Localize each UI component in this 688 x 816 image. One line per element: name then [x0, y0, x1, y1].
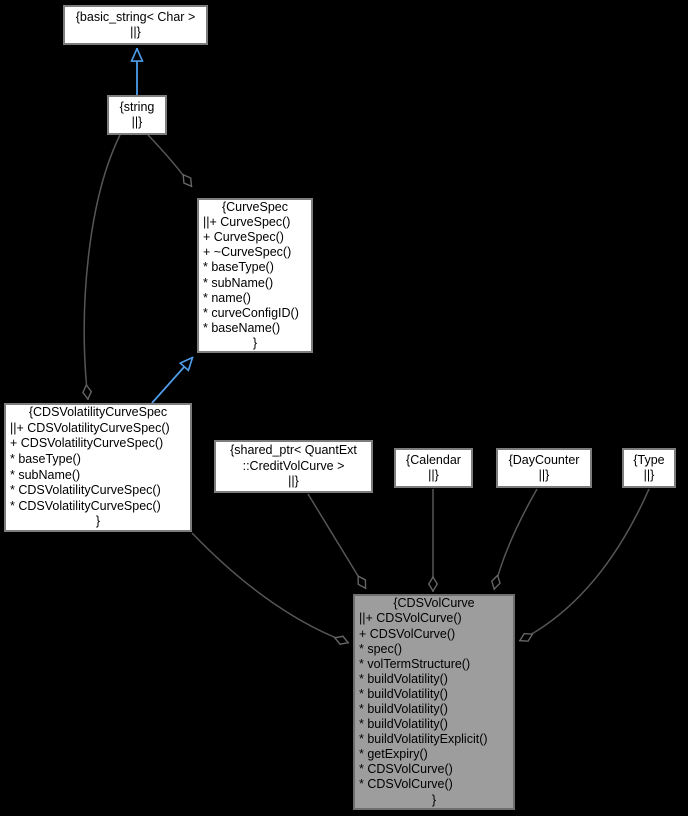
node-cdsvolatilitycurvespec-close: } [95, 514, 101, 529]
node-sharedptr[interactable]: {shared_ptr< QuantExt ::CreditVolCurve >… [214, 440, 373, 493]
node-cdsvolcurve-title: {CDSVolCurve [393, 596, 475, 611]
node-curvespec-member: * baseName() [203, 320, 281, 335]
node-curvespec-member: * name() [203, 290, 251, 305]
node-cdsvolcurve-member: + CDSVolCurve() [359, 626, 456, 641]
node-curvespec-member: * subName() [203, 275, 274, 290]
node-curvespec-member: ||+ CurveSpec() [203, 215, 291, 230]
node-curvespec[interactable]: {CurveSpec ||+ CurveSpec() + CurveSpec()… [197, 198, 313, 353]
node-cdsvolatilitycurvespec-member: * CDSVolatilityCurveSpec() [10, 498, 161, 513]
node-sharedptr-label: {shared_ptr< QuantExt [230, 442, 357, 457]
node-cdsvolcurve-member: * buildVolatility() [359, 717, 448, 732]
node-basic-string-label: {basic_string< Char > [75, 9, 196, 24]
node-cdsvolcurve-member: * spec() [359, 641, 403, 656]
node-cdsvolatilitycurvespec-title: {CDSVolatilityCurveSpec [28, 405, 168, 420]
node-cdsvolcurve-member: ||+ CDSVolCurve() [359, 611, 462, 626]
node-curvespec-member: + ~CurveSpec() [203, 245, 292, 260]
edge-aggregation-string-cdsvolatilitycurvespec [84, 134, 121, 400]
node-cdsvolatilitycurvespec-member: * baseType() [10, 451, 81, 466]
node-cdsvolatilitycurvespec[interactable]: {CDSVolatilityCurveSpec ||+ CDSVolatilit… [4, 403, 192, 532]
node-daycounter-label2: ||} [538, 468, 550, 482]
node-cdsvolcurve-member: * volTermStructure() [359, 656, 471, 671]
node-sharedptr-label3: ||} [288, 474, 299, 489]
node-curvespec-member: * curveConfigID() [203, 305, 299, 320]
node-cdsvolcurve-member: * buildVolatility() [359, 671, 448, 686]
node-cdsvolatilitycurvespec-member: ||+ CDSVolatilityCurveSpec() [10, 420, 170, 435]
edge-aggregation-daycounter-cdsvolcurve [494, 488, 538, 590]
node-curvespec-close: } [252, 335, 258, 350]
node-type-label: {Type [633, 452, 665, 467]
node-type[interactable]: {Type ||} [622, 448, 676, 488]
node-calendar-label: {Calendar [406, 452, 461, 467]
node-cdsvolatilitycurvespec-member: * CDSVolatilityCurveSpec() [10, 483, 161, 498]
node-cdsvolatilitycurvespec-member: * subName() [10, 467, 81, 482]
node-sharedptr-label2: ::CreditVolCurve > [242, 458, 345, 473]
node-cdsvolcurve[interactable]: {CDSVolCurve ||+ CDSVolCurve() + CDSVolC… [353, 594, 515, 810]
node-curvespec-member: * baseType() [203, 260, 274, 275]
node-daycounter[interactable]: {DayCounter ||} [496, 448, 592, 488]
node-cdsvolcurve-member: * buildVolatilityExplicit() [359, 732, 488, 747]
node-basic-string-label2: ||} [130, 25, 141, 39]
node-calendar-label2: ||} [428, 468, 439, 482]
node-cdsvolatilitycurvespec-member: + CDSVolatilityCurveSpec() [10, 436, 164, 451]
edge-inheritance-cdsvolatilitycurvespec-curvespec [151, 357, 193, 404]
node-cdsvolcurve-member: * CDSVolCurve() [359, 777, 453, 792]
node-daycounter-label: {DayCounter [508, 452, 580, 467]
node-string-label: {string [119, 99, 155, 114]
node-cdsvolcurve-member: * getExpiry() [359, 747, 428, 762]
node-curvespec-title: {CurveSpec [221, 200, 288, 215]
node-cdsvolcurve-close: } [431, 792, 437, 807]
node-curvespec-member: + CurveSpec() [203, 230, 284, 245]
edge-aggregation-type-cdsvolcurve [519, 488, 650, 641]
node-cdsvolcurve-member: * buildVolatility() [359, 702, 448, 716]
node-cdsvolcurve-member: * CDSVolCurve() [359, 762, 453, 777]
edge-aggregation-string-curvespec [147, 134, 193, 188]
node-string[interactable]: {string ||} [107, 95, 167, 135]
node-basic-string[interactable]: {basic_string< Char > ||} [63, 5, 208, 45]
node-string-label2: ||} [131, 115, 143, 129]
edge-aggregation-cdsvolatilitycurvespec-cdsvolcurve [191, 532, 349, 643]
node-cdsvolcurve-member: * buildVolatility() [359, 686, 448, 701]
edge-aggregation-sharedptr-cdsvolcurve [307, 493, 367, 590]
node-type-label2: ||} [643, 468, 655, 482]
node-calendar[interactable]: {Calendar ||} [394, 448, 473, 488]
